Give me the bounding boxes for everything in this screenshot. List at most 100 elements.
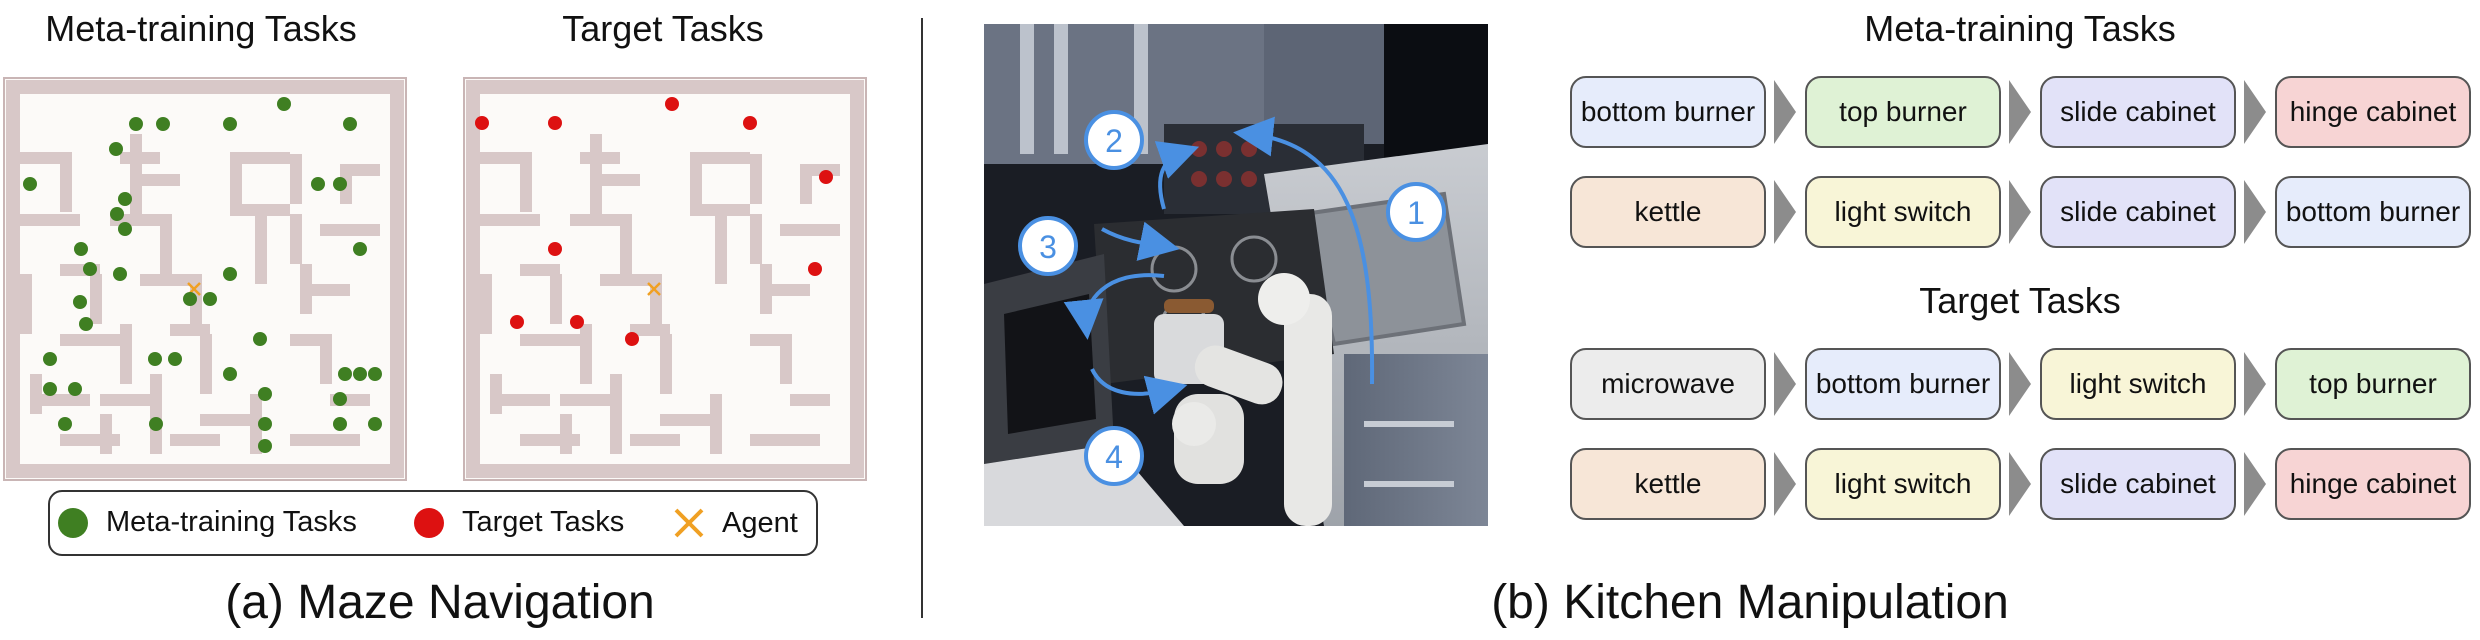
maze-wall — [170, 434, 220, 446]
sequence-arrow — [2244, 180, 2266, 244]
task-dot — [333, 177, 347, 191]
maze-wall — [580, 324, 592, 384]
task-box-kettle: kettle — [1570, 448, 1766, 520]
task-dot — [548, 116, 562, 130]
maze-wall — [480, 152, 520, 164]
maze-wall — [660, 334, 672, 394]
maze-wall — [30, 394, 90, 406]
task-dot — [118, 192, 132, 206]
maze-wall — [20, 152, 60, 164]
sequence-arrow — [1774, 352, 1796, 416]
maze-meta-panel — [3, 77, 407, 481]
sequence-arrow — [2009, 180, 2031, 244]
maze-wall-bottom — [466, 464, 864, 478]
task-dot — [223, 267, 237, 281]
maze-wall — [20, 214, 80, 226]
maze-wall — [150, 374, 162, 454]
step-2-marker: 2 — [1084, 110, 1144, 170]
sequence-arrow — [2009, 452, 2031, 516]
maze-wall-top — [466, 80, 864, 94]
step-2-label: 2 — [1105, 123, 1123, 159]
maze-target-title: Target Tasks — [562, 8, 764, 49]
task-dot — [353, 242, 367, 256]
legend-agent-label: Agent — [722, 506, 798, 539]
maze-wall — [690, 152, 702, 212]
maze-border — [463, 77, 867, 481]
section-divider — [921, 18, 923, 618]
maze-wall-left — [6, 80, 20, 478]
task-dot — [74, 242, 88, 256]
maze-wall-top — [6, 80, 404, 94]
task-box-slide-cabinet: slide cabinet — [2040, 176, 2236, 248]
task-dot — [43, 382, 57, 396]
sequence-arrow — [2244, 80, 2266, 144]
task-dot — [625, 332, 639, 346]
maze-wall — [630, 324, 670, 336]
maze-wall — [630, 434, 680, 446]
kitchen-scene-image: 1 2 3 4 — [984, 24, 1488, 526]
task-dot — [548, 242, 562, 256]
step-3-label: 3 — [1039, 229, 1057, 265]
task-dot — [343, 117, 357, 131]
sequence-arrow — [1774, 80, 1796, 144]
maze-wall — [750, 434, 820, 446]
maze-wall — [480, 274, 492, 334]
step-4-marker: 4 — [1084, 426, 1144, 486]
task-dot — [510, 315, 524, 329]
task-dot — [665, 97, 679, 111]
maze-wall — [200, 414, 260, 426]
task-dot — [156, 117, 170, 131]
step-1-marker: 1 — [1386, 182, 1446, 242]
maze-legend: Meta-training Tasks Target Tasks Agent — [48, 490, 818, 556]
maze-wall — [520, 264, 560, 276]
task-dot — [113, 267, 127, 281]
maze-wall — [660, 414, 720, 426]
maze-wall — [160, 214, 172, 274]
maze-wall — [590, 134, 602, 224]
maze-wall — [90, 274, 102, 324]
task-box-light-switch: light switch — [1805, 448, 2001, 520]
maze-wall — [340, 164, 380, 176]
sequence-arrow — [1774, 452, 1796, 516]
sequence-arrow — [1774, 180, 1796, 244]
task-dot — [203, 292, 217, 306]
task-dot — [110, 207, 124, 221]
sequence-arrow — [2009, 80, 2031, 144]
legend-item-meta: Meta-training Tasks — [58, 506, 357, 539]
legend-meta-marker — [58, 507, 88, 538]
agent-marker — [647, 282, 661, 296]
maze-wall — [600, 174, 640, 186]
agent-x-icon — [674, 508, 704, 538]
maze-wall — [480, 214, 540, 226]
maze-wall — [620, 214, 632, 274]
kitchen-caption: (b) Kitchen Manipulation — [1491, 576, 2009, 629]
kitchen-meta-title: Meta-training Tasks — [1864, 8, 2176, 49]
maze-wall — [790, 394, 830, 406]
maze-wall — [750, 214, 762, 264]
task-box-bottom-burner: bottom burner — [2275, 176, 2471, 248]
maze-wall — [120, 324, 132, 384]
maze-wall — [780, 224, 840, 236]
task-dot — [58, 417, 72, 431]
task-dot — [570, 315, 584, 329]
task-dot — [149, 417, 163, 431]
maze-wall — [560, 394, 610, 406]
maze-wall-right — [850, 80, 864, 478]
task-box-slide-cabinet: slide cabinet — [2040, 448, 2236, 520]
task-box-bottom-burner: bottom burner — [1805, 348, 2001, 420]
task-dot — [183, 292, 197, 306]
step-4-label: 4 — [1105, 439, 1123, 475]
task-dot — [83, 262, 97, 276]
maze-wall — [710, 394, 722, 454]
task-box-microwave: microwave — [1570, 348, 1766, 420]
maze-wall-right — [390, 80, 404, 478]
maze-wall — [490, 394, 550, 406]
maze-wall — [290, 214, 302, 264]
task-dot — [68, 382, 82, 396]
maze-wall — [320, 334, 332, 384]
maze-caption: (a) Maze Navigation — [225, 576, 655, 629]
task-dot — [819, 170, 833, 184]
task-box-kettle: kettle — [1570, 176, 1766, 248]
task-dot — [148, 352, 162, 366]
sequence-arrow — [2244, 452, 2266, 516]
